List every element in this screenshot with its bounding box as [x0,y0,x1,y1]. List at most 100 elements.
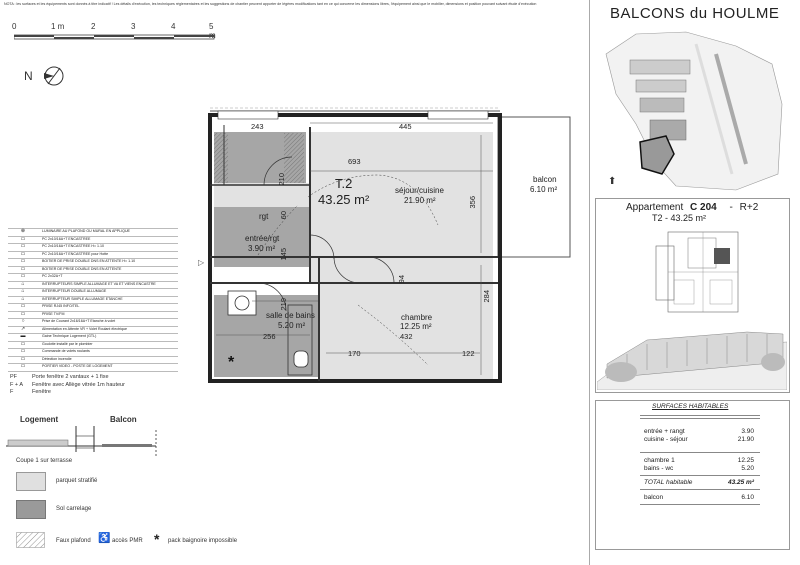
legend-row: ▭PC 2x10/16A+T ENCASTREE pour Hotte [8,251,178,259]
plan-arrow-icon: ▷ [198,258,205,267]
legend-symbol-icon: ▭ [20,348,26,354]
project-title: BALCONS du HOULME [610,5,780,22]
legend-row: ▭PC 2x32A+T [8,273,178,282]
sheet-divider [589,0,590,565]
legend-text: Gaine Technique Logement (GTL) [42,334,97,338]
legend-text: PC 2x10/16A+T ENCASTREE pour Hotte [42,251,109,256]
legend-symbol-icon: ▭ [20,355,26,362]
apartment-type-surface: T2 - 43.25 m² [652,213,707,223]
room-sdb-name: salle de bains [266,311,315,320]
legend-row: ▬ Gaine Technique Logement (GTL) [8,333,178,342]
legend-text: INTERRUPTEURS SIMPLE ALLUMAGE ET VA ET V… [42,281,156,286]
surfaces-title: SURFACES HABITABLES [652,403,729,410]
legend-row: ⌂INTERRUPTEURS SIMPLE ALLUMAGE ET VA ET … [8,281,178,289]
legend-text: PC 2x32A+T [42,274,63,278]
svg-text:N: N [24,69,33,83]
apartment-code: C 204 [690,202,717,213]
legend-symbol-icon: ↗ [20,325,26,332]
legend-symbol-icon: ▭ [20,258,26,264]
site-plan: ⬆ [605,31,783,191]
legend-text: Prise de Courant 2x16/16A+T Etanche à vo… [42,319,116,323]
legend-text: Alimentation en Attente VR + Volet Roula… [42,326,128,331]
legend-text: PC 2x10/16A+T ENCASTREE [42,236,91,241]
legend-symbol-icon: ⌂ [21,295,25,302]
legend-text: Détection incendie [42,356,72,361]
legend-symbol-icon: ▭ [20,243,26,249]
room-chambre-name: chambre [401,313,433,322]
swatch-parquet-label: parquet stratifié [56,478,98,484]
legend-text: PRISE RJ45 INFO/TEL [42,304,80,308]
legend-row: ⌂INTERRUPTEUR DOUBLE ALLUMAGE [8,288,178,297]
legend-row: ▭ PRISE TV/FM [8,310,178,319]
legend-row: ▭PC 2x10/16A+T ENCASTREE H= 1.10 [8,243,178,252]
section-left-label: Logement [20,415,59,424]
scale-label: 2 [91,22,96,31]
room-sejour-area: 21.90 m² [404,196,436,205]
north-arrow-icon: N [24,66,64,86]
floor-plan: * [208,107,571,383]
dim-label: 284 [482,290,491,303]
dim-label: 145 [279,248,288,261]
dim-label: 170 [348,349,361,358]
dim-label: 210 [277,173,286,186]
apartment-box [595,198,790,393]
legend-text: Goulotte installé par le plombier [42,341,93,346]
scale-label: 0 [12,22,17,31]
room-chambre-area: 12.25 m² [400,322,432,331]
legend-row: ▭BOITIER DE PRISE DOUBLE DNS EN ATTENTE [8,266,178,274]
legend-row: ⌂INTERRUPTEUR SIMPLE ALLUMAGE ETANCHE [8,295,178,304]
legend-row: ▭ Goulotte installé par le plombier [8,340,178,349]
apartment-heading: Appartement C 204 - R+2 [626,202,758,213]
dim-label: 445 [399,122,412,131]
apartment-separator: - [729,202,733,213]
legend-row: ▭ BOITIER DE PRISE DOUBLE DNS EN ATTENTE … [8,258,178,267]
room-sejour-name: séjour/cuisine [395,186,444,195]
legend-row: ▭PORTIER VIDEO - POSTE DE LOGEMENT [8,363,178,372]
dim-label: 356 [468,196,477,209]
scale-ruler [14,34,215,40]
legend-symbol-icon: ▭ [20,303,26,309]
dim-label: 432 [400,332,413,341]
legend-text: PRISE TV/FM [42,311,65,316]
scale-label: 3 [131,22,136,31]
legend-symbol-icon: ▭ [20,363,26,369]
section-diagram: Logement Balcon Coupe 1 sur terrasse [6,412,176,468]
legend-row: ▭ PRISE RJ45 INFO/TEL [8,303,178,312]
dim-label: 219 [279,298,288,311]
legend-text: BOITIER DE PRISE DOUBLE DNS EN ATTENTE [42,266,122,271]
plan-type: T.2 [335,176,353,191]
legend-symbol-icon: ▭ [20,340,26,347]
apartment-level: R+2 [739,202,759,213]
legend-text: BOITIER DE PRISE DOUBLE DNS EN ATTENTE H… [42,259,136,263]
legend-row: ▭PC 2x10/16A+T ENCASTREE [8,236,178,244]
key-plan [655,231,739,313]
legend-row: ⊕LUMINAIRE AU PLAFOND OU MURAL EN APPLIQ… [8,228,178,237]
legend-symbol-icon: ▭ [20,310,26,317]
pmr-label: accès PMR [112,538,143,544]
plan-surface: 43.25 m² [318,192,370,207]
faux-plafond-label: Faux plafond [56,538,91,544]
surfaces-header-line [640,415,760,419]
legend-text: LUMINAIRE AU PLAFOND OU MURAL EN APPLIQU… [42,229,130,233]
dim-label: 693 [348,157,361,166]
legend-row: ↗ Alimentation en Attente VR + Volet Roul… [8,325,178,334]
legend-text: Commande de volets roulants [42,349,90,353]
dim-label: 60 [279,211,288,220]
dim-label: 243 [251,122,264,131]
dim-label: 122 [462,349,475,358]
legend-symbol-icon: ○ [21,318,25,324]
section-caption: Coupe 1 sur terrasse [16,458,73,464]
legend-symbol-icon: ▬ [20,333,26,339]
scale-label: 1 m [51,22,65,31]
building-perspective [597,331,787,390]
scale-label: 4 [171,22,176,31]
